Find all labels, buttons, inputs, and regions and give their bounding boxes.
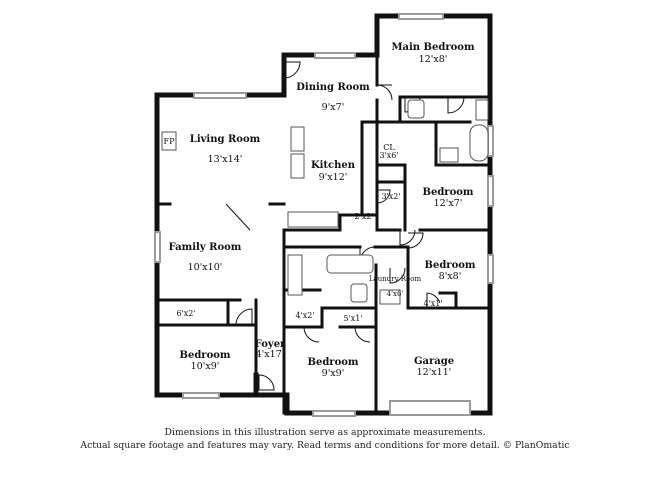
disclaimer-line-2: Actual square footage and features may v… xyxy=(80,440,570,451)
vanity-main xyxy=(475,99,489,121)
bathtub xyxy=(326,254,374,274)
room-labels: Main Bedroom 12'x8' Dining Room 9'x7' Li… xyxy=(164,42,476,379)
laundry-dim: 4'x6' xyxy=(387,290,404,298)
toilet-main xyxy=(407,99,425,119)
kitchen-sink xyxy=(290,126,305,152)
foyer-name: Foyer xyxy=(255,339,286,350)
bedroom-left-name: Bedroom xyxy=(180,350,231,361)
main-bedroom-dim: 12'x8' xyxy=(419,54,448,65)
main-bedroom-name: Main Bedroom xyxy=(391,42,475,53)
fireplace-label: FP xyxy=(164,137,176,146)
laundry-name: Laundry Room xyxy=(369,275,422,283)
washer xyxy=(379,289,401,305)
dining-dim: 9'x7' xyxy=(322,102,345,113)
vanity-hall xyxy=(287,254,303,296)
garage-name: Garage xyxy=(414,356,454,367)
closet-4x1: 4'x1' xyxy=(423,299,442,308)
stove xyxy=(290,153,305,179)
disclaimer: Dimensions in this illustration serve as… xyxy=(0,426,650,452)
fireplace xyxy=(161,131,177,151)
dining-name: Dining Room xyxy=(296,82,370,93)
tub-main xyxy=(469,124,489,162)
closet-6x2: 6'x2' xyxy=(176,309,195,318)
closet-5x1: 5'x1' xyxy=(343,314,362,323)
disclaimer-line-1: Dimensions in this illustration serve as… xyxy=(164,427,486,438)
bedroom-right-dim: 12'x7' xyxy=(434,198,463,209)
bedroom-mid-right-dim: 8'x8' xyxy=(439,271,462,282)
kitchen-dim: 9'x12' xyxy=(319,172,348,183)
door-swings xyxy=(225,61,465,391)
living-name: Living Room xyxy=(190,134,261,145)
fixtures xyxy=(161,99,489,305)
closet-2x2: 2'x2' xyxy=(354,212,373,221)
windows xyxy=(154,13,494,417)
bedroom-center-dim: 9'x9' xyxy=(322,368,345,379)
kitchen-name: Kitchen xyxy=(311,160,356,171)
cl-name: CL xyxy=(383,143,395,152)
interior-walls xyxy=(155,53,492,415)
bedroom-right-name: Bedroom xyxy=(423,187,474,198)
cl-dim: 3'x6' xyxy=(379,151,398,160)
closet-4x2: 4'x2' xyxy=(295,311,314,320)
bedroom-left-dim: 10'x9' xyxy=(191,361,220,372)
toilet-hall xyxy=(350,283,368,303)
sink-main xyxy=(439,147,459,163)
family-name: Family Room xyxy=(169,242,242,253)
bedroom-mid-right-name: Bedroom xyxy=(425,260,476,271)
family-dim: 10'x10' xyxy=(188,262,223,273)
kitchen-counter xyxy=(287,211,339,228)
garage-dim: 12'x11' xyxy=(417,367,452,378)
foyer-dim: 4'x17' xyxy=(256,349,285,360)
closet-3x2: 3'x2' xyxy=(381,192,400,201)
bedroom-center-name: Bedroom xyxy=(308,357,359,368)
living-dim: 13'x14' xyxy=(208,154,243,165)
